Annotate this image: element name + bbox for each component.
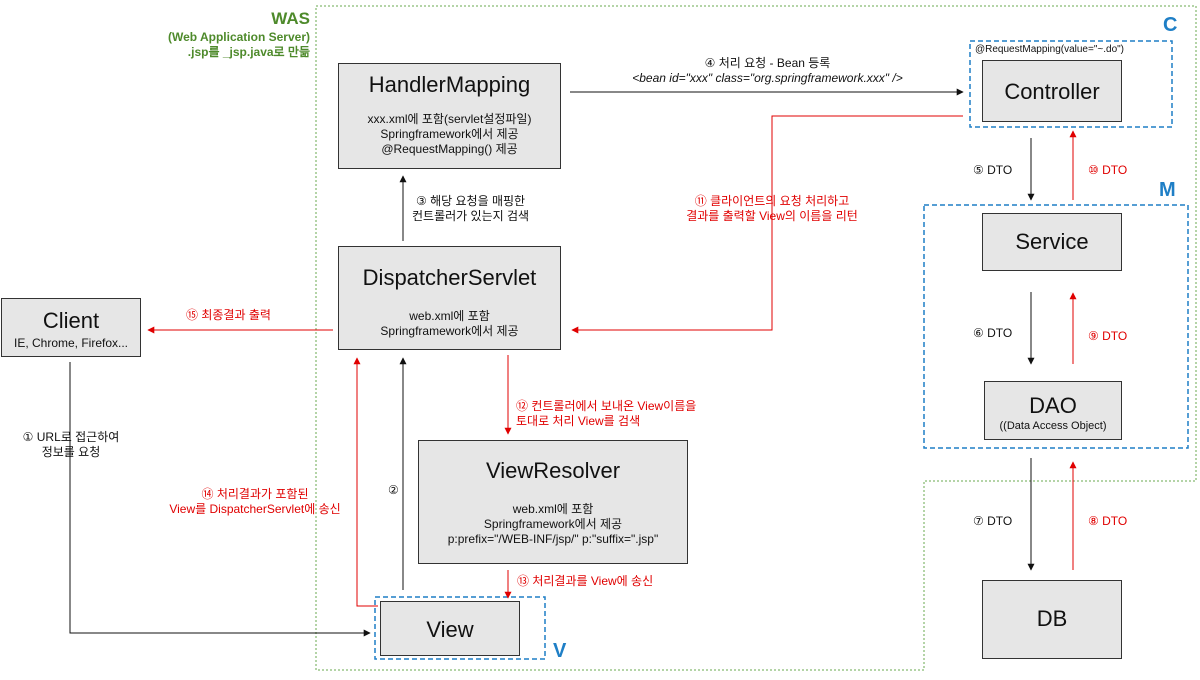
step-13-label: ⑬ 처리결과를 View에 송신: [517, 574, 654, 588]
step-3-label: ③ 해당 요청을 매핑한 컨트롤러가 있는지 검색: [412, 194, 529, 224]
was-title: WAS: [271, 9, 310, 28]
model-letter: M: [1159, 179, 1176, 201]
handler-mapping-line-2: Springframework에서 제공: [380, 127, 519, 141]
m-region-border: [923, 204, 1189, 449]
was-region-border: [315, 5, 1197, 671]
step-11-label: ⑪ 클라이언트의 요청 처리하고 결과를 출력할 View의 이름을 리턴: [666, 194, 878, 224]
step-9-label: ⑨ DTO: [1088, 329, 1128, 343]
view-resolver-line-2: Springframework에서 제공: [483, 517, 623, 531]
dispatcher-servlet-line-1: web.xml에 포함: [409, 309, 490, 323]
view-box: View: [380, 601, 520, 656]
step-8-label: ⑧ DTO: [1088, 514, 1128, 528]
arrow-step-14: [353, 357, 378, 607]
handler-mapping-box: HandlerMapping xxx.xml에 포함(servlet설정파일) …: [338, 63, 561, 169]
was-subtitle: (Web Application Server): [167, 30, 310, 44]
step-1-line-2: 정보를 요청: [41, 445, 101, 459]
handler-mapping-line-3: @RequestMapping() 제공: [381, 142, 518, 156]
step-2-label: ②: [388, 483, 399, 497]
step-1-label: ① URL로 접근하여 정보를 요청: [10, 430, 132, 460]
step-4-line-1: ④ 처리 요청 - Bean 등록: [704, 56, 831, 70]
view-resolver-line-3: p:prefix="/WEB-INF/jsp/" p:"suffix=".jsp…: [447, 532, 659, 546]
dao-box: DAO ((Data Access Object): [984, 381, 1122, 440]
step-12-line-2: 토대로 처리 View를 검색: [516, 414, 641, 428]
client-title: Client: [42, 308, 100, 333]
controller-annotation: @RequestMapping(value="~.do"): [975, 44, 1125, 55]
handler-mapping-title: HandlerMapping: [368, 72, 531, 97]
dao-title: DAO: [1029, 393, 1077, 418]
controller-box: Controller: [982, 60, 1122, 122]
step-7-label: ⑦ DTO: [973, 514, 1013, 528]
step-14-line-1: ⑭ 처리결과가 포함된: [201, 487, 309, 501]
step-10-label: ⑩ DTO: [1088, 163, 1128, 177]
step-11-line-1: ⑪ 클라이언트의 요청 처리하고: [694, 194, 850, 208]
view-resolver-line-1: web.xml에 포함: [512, 502, 594, 516]
step-1-line-1: ① URL로 접근하여: [22, 430, 120, 444]
service-title: Service: [1015, 229, 1089, 254]
step-12-label: ⑫ 컨트롤러에서 보내온 View이름을 토대로 처리 View를 검색: [516, 399, 696, 429]
step-3-line-2: 컨트롤러가 있는지 검색: [412, 209, 530, 223]
step-3-line-1: ③ 해당 요청을 매핑한: [415, 194, 526, 208]
step-4-line-2: <bean id="xxx" class="org.springframewor…: [632, 71, 903, 85]
view-resolver-title: ViewResolver: [485, 458, 621, 483]
view-letter: V: [553, 640, 567, 662]
step-4-label: ④ 처리 요청 - Bean 등록 <bean id="xxx" class="…: [580, 56, 955, 86]
client-box: Client IE, Chrome, Firefox...: [1, 298, 141, 357]
step-14-line-2: View를 DispatcherServlet에 송신: [169, 502, 341, 516]
handler-mapping-line-1: xxx.xml에 포함(servlet설정파일): [367, 112, 532, 126]
was-heading: WAS (Web Application Server) .jsp를 _jsp.…: [110, 8, 310, 60]
arrow-step-11: [571, 115, 963, 334]
step-14-label: ⑭ 처리결과가 포함된 View를 DispatcherServlet에 송신: [158, 487, 352, 517]
view-title: View: [426, 617, 474, 642]
db-title: DB: [1036, 606, 1068, 631]
v-region-border: [374, 596, 546, 660]
dao-subtitle: ((Data Access Object): [999, 420, 1107, 432]
step-6-label: ⑥ DTO: [973, 326, 1013, 340]
db-box: DB: [982, 580, 1122, 659]
view-resolver-box: ViewResolver web.xml에 포함 Springframework…: [418, 440, 688, 564]
step-12-line-1: ⑫ 컨트롤러에서 보내온 View이름을: [516, 399, 697, 413]
client-subtitle: IE, Chrome, Firefox...: [13, 336, 129, 350]
dispatcher-servlet-box: DispatcherServlet web.xml에 포함 Springfram…: [338, 246, 561, 350]
controller-letter: C: [1163, 14, 1178, 36]
step-11-line-2: 결과를 출력할 View의 이름을 리턴: [686, 209, 858, 223]
dispatcher-servlet-line-2: Springframework에서 제공: [380, 324, 519, 338]
dispatcher-servlet-title: DispatcherServlet: [362, 265, 537, 290]
controller-title: Controller: [1004, 79, 1100, 104]
step-15-label: ⑮ 최종결과 출력: [186, 308, 271, 322]
service-box: Service: [982, 213, 1122, 271]
step-5-label: ⑤ DTO: [973, 163, 1013, 177]
was-description: .jsp를 _jsp.java로 만듦: [187, 45, 310, 59]
c-region-border: [969, 40, 1173, 128]
arrow-step-1: [69, 362, 371, 637]
